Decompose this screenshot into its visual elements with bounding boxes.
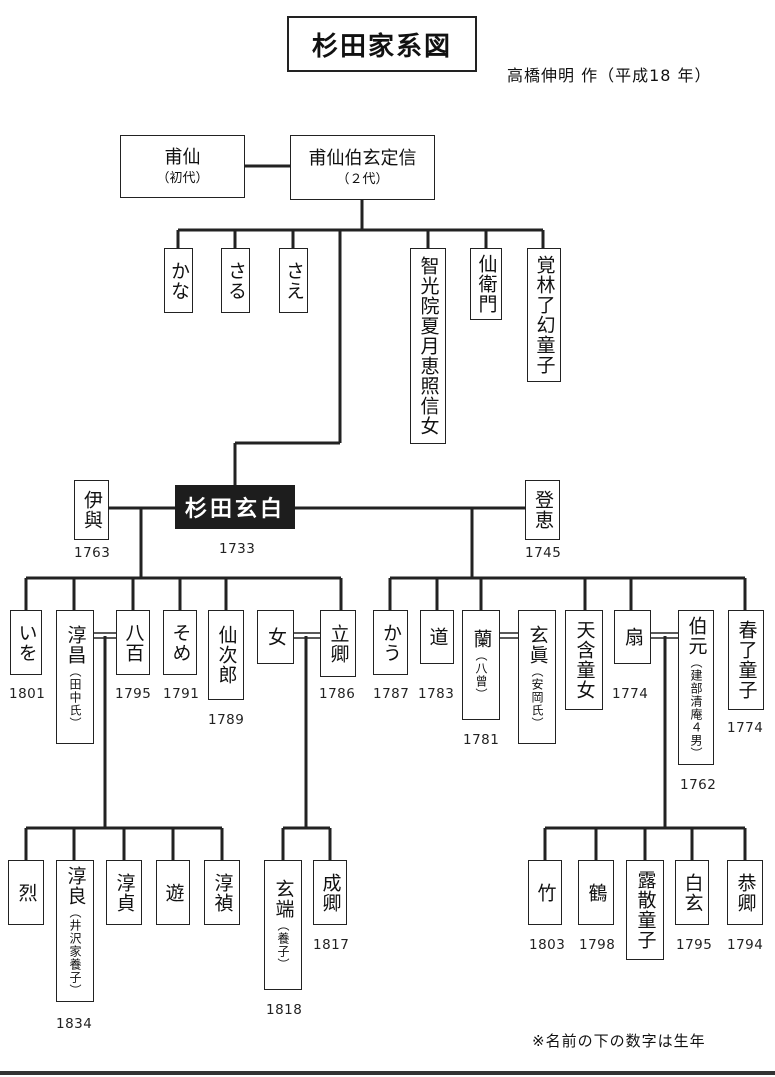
person-tengan: 天含童女	[565, 610, 603, 710]
person-note: （井沢家養子）	[68, 905, 82, 997]
person-name: 玄眞	[526, 624, 549, 665]
person-some: そめ	[163, 610, 197, 675]
person-note: （安岡氏）	[530, 664, 544, 730]
person-ogi: 扇	[614, 610, 651, 664]
person-chiko: 智光院夏月恵照信女	[410, 248, 446, 444]
person-kana: かな	[164, 248, 193, 313]
birth-year: 1774	[612, 686, 649, 702]
person-tsuru: 鶴	[578, 860, 614, 925]
birth-year: 1834	[56, 1016, 93, 1032]
person-michi: 道	[420, 610, 454, 664]
birth-year: 1774	[727, 720, 764, 736]
person-gentan: 玄端（養子）	[264, 860, 302, 990]
person-tomie: 登恵	[525, 480, 560, 540]
birth-year: 1817	[313, 937, 350, 953]
person-senjiro: 仙次郎	[208, 610, 244, 700]
person-junsho: 淳昌（田中氏）	[56, 610, 94, 744]
person-name: 甫仙	[164, 146, 201, 168]
birth-year: 1745	[525, 545, 562, 561]
person-hakugen: 甫仙伯玄定信 （２代）	[290, 135, 435, 200]
person-note: （養子）	[276, 919, 290, 971]
person-hakugen3: 白玄	[675, 860, 709, 925]
person-iwo: いを	[10, 610, 42, 675]
birth-year: 1794	[727, 937, 764, 953]
person-note: （２代）	[336, 171, 389, 187]
person-note: （初代）	[156, 170, 209, 186]
birth-year: 1763	[74, 545, 111, 561]
person-note: （建部清庵４男）	[689, 655, 703, 760]
person-ran: 蘭（八曾）	[462, 610, 500, 720]
person-take: 竹	[528, 860, 562, 925]
person-yu: 遊	[156, 860, 190, 925]
person-seikei: 成卿	[313, 860, 347, 925]
person-sae: さえ	[279, 248, 308, 313]
person-name: 伯元	[685, 615, 708, 656]
person-shunryo: 春了童子	[728, 610, 764, 710]
birth-year: 1795	[115, 686, 152, 702]
person-seneimon: 仙衛門	[470, 248, 502, 320]
birth-year: 1803	[529, 937, 566, 953]
person-kau: かう	[373, 610, 408, 675]
person-fusen: 甫仙 （初代）	[120, 135, 245, 198]
person-note: （田中氏）	[68, 664, 82, 730]
birth-year: 1791	[163, 686, 200, 702]
birth-year: 1795	[676, 937, 713, 953]
author-credit: 高橋伸明 作（平成18 年）	[507, 66, 712, 85]
birth-year: 1801	[9, 686, 46, 702]
person-hakugen2: 伯元（建部清庵４男）	[678, 610, 714, 765]
birth-year: 1789	[208, 712, 245, 728]
person-rikkei: 立卿	[320, 610, 356, 677]
person-juntei: 淳貞	[106, 860, 142, 925]
person-note: （八曾）	[474, 649, 488, 701]
person-juntei2: 淳禎	[204, 860, 240, 925]
birth-year: 1818	[266, 1002, 303, 1018]
person-kakurin: 覚林了幻童子	[527, 248, 561, 382]
person-iyo: 伊與	[74, 480, 109, 540]
birth-year: 1733	[219, 541, 256, 557]
person-rosan: 露散童子	[626, 860, 664, 960]
birth-year: 1762	[680, 777, 717, 793]
person-onna: 女	[257, 610, 294, 664]
person-saru: さる	[221, 248, 250, 313]
person-hachiho: 八百	[116, 610, 150, 675]
birth-year: 1798	[579, 937, 616, 953]
person-name: 淳昌	[64, 624, 87, 665]
birth-year: 1787	[373, 686, 410, 702]
person-genpaku: 杉田玄白	[175, 485, 295, 529]
page-title: 杉田家系図	[287, 16, 477, 72]
bottom-divider	[0, 1071, 775, 1075]
person-genshin: 玄眞（安岡氏）	[518, 610, 556, 744]
person-name: 甫仙伯玄定信	[308, 147, 417, 169]
birth-year: 1783	[418, 686, 455, 702]
birth-year: 1786	[319, 686, 356, 702]
person-name: 玄端	[272, 879, 295, 919]
person-name: 淳良	[64, 865, 87, 906]
person-junryo: 淳良（井沢家養子）	[56, 860, 94, 1002]
birth-year: 1781	[463, 732, 500, 748]
person-retsu: 烈	[8, 860, 44, 925]
person-name: 蘭	[470, 629, 493, 649]
footnote: ※名前の下の数字は生年	[532, 1032, 706, 1050]
person-kyokei: 恭卿	[727, 860, 763, 925]
